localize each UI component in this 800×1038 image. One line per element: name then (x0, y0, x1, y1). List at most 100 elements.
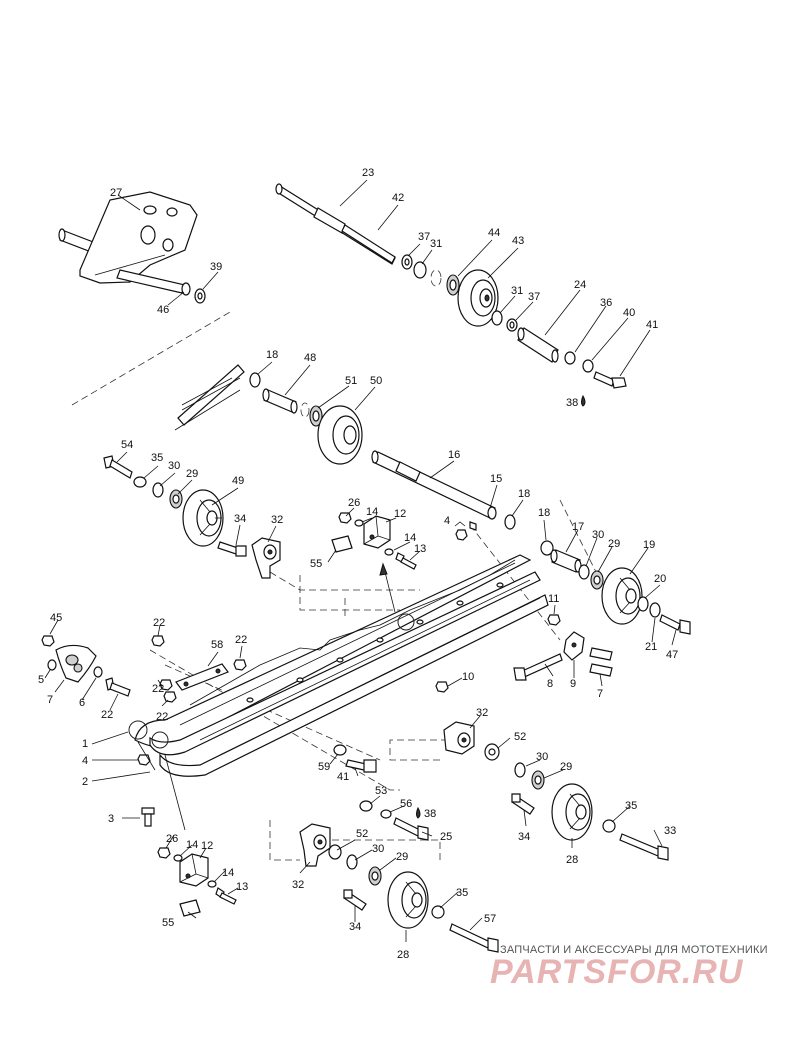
washer-52-right (484, 743, 500, 761)
callout-number-28: 28 (566, 854, 578, 866)
callout-number-29: 29 (186, 468, 198, 480)
nut-4-lower (137, 754, 151, 766)
callout-number-11: 11 (548, 593, 559, 605)
wheel-28-right (551, 783, 593, 841)
bolt-34-right (511, 793, 535, 815)
callout-number-18: 18 (538, 507, 550, 519)
washer-14-mid2 (384, 548, 394, 556)
callout-number-53: 53 (375, 785, 387, 797)
callout-number-50: 50 (370, 375, 382, 387)
callout-number-14: 14 (186, 839, 198, 851)
ring-30-lower-right (514, 762, 526, 778)
wheel-49 (182, 489, 224, 547)
washer-37-right (506, 318, 518, 332)
callout-number-31: 31 (430, 238, 442, 250)
callout-number-23: 23 (362, 167, 374, 179)
callout-number-10: 10 (462, 671, 474, 683)
callout-number-52: 52 (514, 731, 526, 743)
bolt-13-mid (395, 552, 417, 570)
callout-number-55: 55 (310, 558, 322, 570)
bolt-6 (105, 677, 131, 697)
bolt-13-lower (215, 887, 237, 905)
wheel-19 (601, 567, 643, 625)
ring-mid (300, 402, 310, 418)
callout-number-7: 7 (597, 688, 603, 700)
callout-number-35: 35 (456, 887, 468, 899)
nut-22-right (435, 681, 449, 693)
callout-number-30: 30 (592, 529, 604, 541)
callout-number-58: 58 (211, 639, 223, 651)
bolt-41-top (593, 371, 627, 389)
callout-number-25: 25 (440, 831, 452, 843)
callout-number-21: 21 (645, 641, 657, 653)
callout-number-35: 35 (625, 800, 637, 812)
callout-number-22: 22 (235, 634, 247, 646)
washer-40 (582, 359, 594, 373)
ring-30-lower (346, 854, 358, 870)
callout-number-22: 22 (101, 709, 113, 721)
callout-number-29: 29 (396, 851, 408, 863)
nut-22-top (151, 635, 165, 647)
nut-45 (41, 635, 55, 647)
callout-number-41: 41 (646, 319, 658, 331)
callout-number-34: 34 (234, 513, 246, 525)
callout-number-51: 51 (345, 375, 357, 387)
washer-7-right (93, 666, 103, 678)
block-12-mid (363, 515, 391, 549)
callout-number-38: 38 (424, 808, 436, 820)
bolt-10 (513, 653, 563, 681)
washer-35-left (133, 476, 147, 488)
bolt-9 (589, 647, 613, 677)
wheel-43 (457, 269, 499, 327)
callout-number-14: 14 (222, 867, 234, 879)
callout-number-26: 26 (348, 497, 360, 509)
callout-number-32: 32 (476, 707, 488, 719)
slider-5 (55, 644, 97, 683)
callout-number-32: 32 (292, 879, 304, 891)
watermark-logo: PARTSFOR.RU (490, 953, 744, 991)
callout-number-48: 48 (304, 352, 316, 364)
plate-58 (175, 663, 229, 691)
callout-number-27: 27 (110, 187, 122, 199)
callout-number-33: 33 (664, 825, 676, 837)
callout-number-32: 32 (271, 514, 283, 526)
bracket-32-right (443, 721, 475, 755)
callout-number-59: 59 (318, 761, 330, 773)
shaft-16 (371, 450, 497, 520)
link-8 (563, 631, 585, 661)
nut-11 (547, 614, 561, 626)
callout-number-22: 22 (152, 683, 164, 695)
bracket-32-upper (251, 537, 281, 579)
callout-number-7: 7 (47, 694, 53, 706)
watermark-caption: ЗАПЧАСТИ И АКСЕССУАРЫ ДЛЯ МОТОТЕХНИКИ (500, 944, 768, 956)
callout-number-56: 56 (400, 798, 412, 810)
callout-number-38: 38 (566, 397, 578, 409)
washer-35-lower (431, 905, 445, 919)
bearing-51 (309, 405, 323, 427)
callout-number-9: 9 (570, 678, 576, 690)
callout-number-4: 4 (82, 755, 88, 767)
callout-number-6: 6 (79, 697, 85, 709)
callout-number-12: 12 (394, 508, 406, 520)
rail-fragment-upper (174, 364, 245, 431)
bushing-31-top (413, 261, 427, 279)
callout-number-45: 45 (50, 612, 62, 624)
bracket-32-lower (299, 823, 331, 867)
magnifier-circle (379, 562, 415, 631)
callout-number-42: 42 (392, 192, 404, 204)
spacer-48 (262, 388, 298, 414)
callout-number-14: 14 (366, 506, 378, 518)
block-55-mid (331, 535, 353, 553)
bolt-25 (393, 817, 429, 841)
callout-number-44: 44 (488, 227, 500, 239)
callout-number-22: 22 (153, 617, 165, 629)
callout-number-52: 52 (356, 828, 368, 840)
bearing-29-lower (368, 866, 382, 886)
callout-number-18: 18 (518, 488, 530, 500)
washer-59 (333, 744, 347, 756)
callout-number-4: 4 (444, 515, 450, 527)
callout-number-46: 46 (157, 304, 169, 316)
spacer-17 (550, 549, 582, 573)
callout-number-14: 14 (404, 532, 416, 544)
